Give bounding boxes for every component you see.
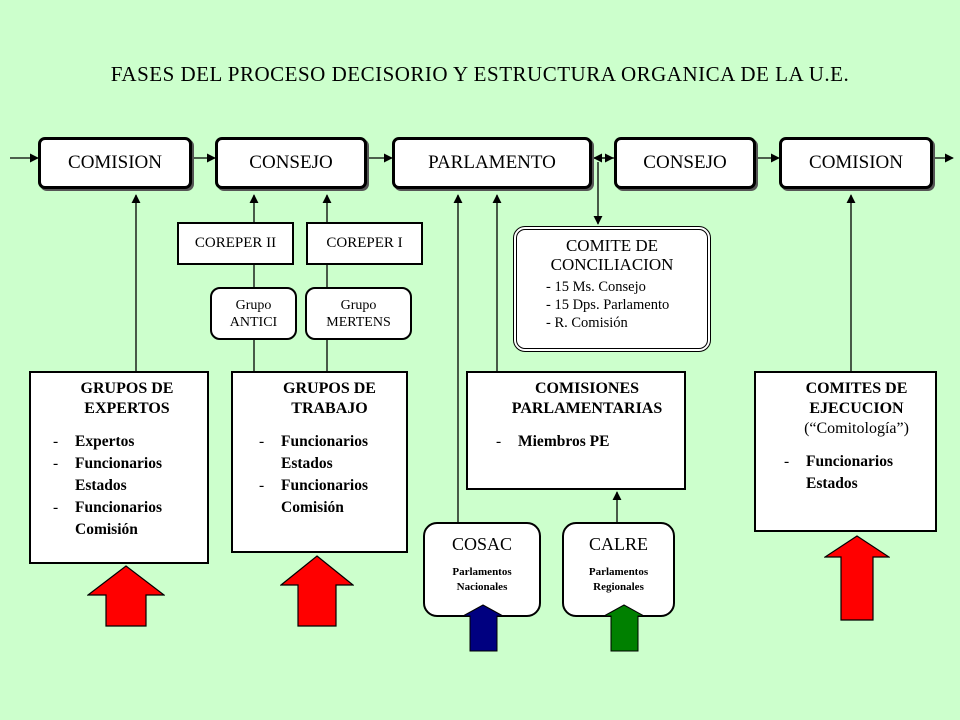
list-item: -Miembros PE [496,433,610,450]
list-item: -Funcionarios [259,433,368,450]
red-arrow-up-icon [280,555,354,627]
phase-consejo-1: CONSEJO [215,137,367,189]
conciliacion-title-1: COMITE DE [565,236,659,255]
page-title: FASES DEL PROCESO DECISORIO Y ESTRUCTURA… [110,62,850,86]
calre-name: CALRE [588,534,648,554]
list-item: -Expertos [53,433,135,450]
grupo-mertens-line2: MERTENS [326,314,391,330]
comite-conciliacion-box: COMITE DE CONCILIACION - 15 Ms. Consejo … [513,226,711,352]
comisiones-title-1: COMISIONES [534,380,640,397]
ejecucion-subtitle: (“Comitología”) [804,420,909,437]
list-item: -Funcionarios [53,499,162,516]
ejecucion-title-1: COMITES DE [805,380,908,397]
expertos-title-1: GRUPOS DE [80,380,174,397]
phase-comision-1: COMISION [38,137,192,189]
phase-comision-2: COMISION [779,137,933,189]
expertos-title-2: EXPERTOS [84,400,170,417]
coreper-ii-box: COREPER II [177,222,294,265]
trabajo-list: -Funcionarios Estados -Funcionarios Comi… [259,431,400,519]
conciliacion-member: - 15 Dps. Parlamento [546,297,670,313]
cosac-name: COSAC [451,534,513,554]
grupo-antici-line2: ANTICI [229,314,278,330]
comisiones-list: -Miembros PE [496,431,678,453]
comisiones-parlamentarias-box: COMISIONES PARLAMENTARIAS -Miembros PE [466,371,686,490]
coreper-i-box: COREPER I [306,222,423,265]
grupo-antici-line1: Grupo [235,297,272,313]
list-item: Estados [806,475,858,492]
blue-arrow-up-icon [462,604,504,652]
trabajo-title-1: GRUPOS DE [283,380,376,397]
conciliacion-member: - R. Comisión [546,315,628,331]
grupo-mertens-line1: Grupo [340,297,377,313]
grupo-antici-box: Grupo ANTICI [210,287,297,340]
list-item: -Funcionarios [259,477,368,494]
phase-consejo-2: CONSEJO [614,137,756,189]
ejecucion-title-2: EJECUCION [809,400,904,417]
conciliacion-members: - 15 Ms. Consejo - 15 Dps. Parlamento - … [546,278,707,332]
grupos-expertos-box: GRUPOS DE EXPERTOS -Expertos -Funcionari… [29,371,209,564]
conciliacion-title-2: CONCILIACION [550,255,674,274]
list-item: -Funcionarios [784,453,893,470]
list-item: Comisión [75,521,138,538]
trabajo-title-2: TRABAJO [291,400,368,417]
expertos-list: -Expertos -Funcionarios Estados -Funcion… [53,431,201,541]
list-item: Comisión [281,499,344,516]
red-arrow-up-icon [87,565,165,627]
conciliacion-member: - 15 Ms. Consejo [546,279,646,295]
ejecucion-list: -Funcionarios Estados [784,451,929,495]
phase-parlamento: PARLAMENTO [392,137,592,189]
red-arrow-up-icon [824,535,890,621]
list-item: Estados [75,477,127,494]
list-item: -Funcionarios [53,455,162,472]
green-arrow-up-icon [603,604,645,652]
list-item: Estados [281,455,333,472]
grupo-mertens-box: Grupo MERTENS [305,287,412,340]
comites-ejecucion-box: COMITES DE EJECUCION (“Comitología”) -Fu… [754,371,937,532]
grupos-trabajo-box: GRUPOS DE TRABAJO -Funcionarios Estados … [231,371,408,553]
comisiones-title-2: PARLAMENTARIAS [511,400,663,417]
